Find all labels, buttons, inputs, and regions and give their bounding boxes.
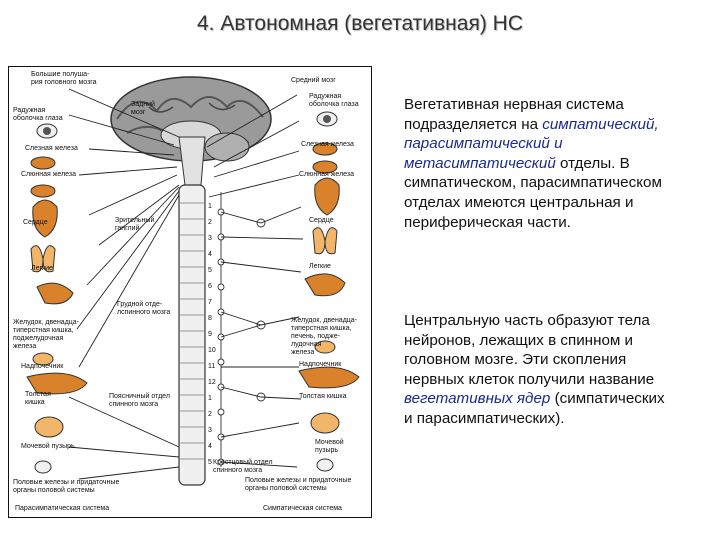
segment-number: 3: [208, 235, 212, 242]
slide-title: 4. Автономная (вегетативная) НС: [197, 12, 523, 35]
paragraph-central-part: Центральную часть образуют тела нейронов…: [404, 311, 674, 429]
brain-illustration: [110, 76, 272, 186]
segment-number: 4: [208, 251, 212, 258]
label-right-lacrimal-gland: Слезная железа: [301, 141, 354, 148]
label-left-bladder: Мочевой пузырь: [21, 443, 75, 450]
label-right-bladder: Мочевой пузырь: [315, 439, 344, 454]
label-left-stomach: Желудок, двенадца- типерстная кишка, под…: [13, 319, 80, 350]
caption-sympathetic: Симпатическая система: [263, 505, 342, 512]
label-left-iris: Радужная оболочка глаза: [13, 107, 63, 122]
sympathetic-chain: [217, 192, 266, 467]
segment-number: 9: [208, 331, 212, 338]
label-lumbar-spinal: Поясничный отдел спинного мозга: [109, 393, 170, 408]
label-right-iris: Радужная оболочка глаза: [309, 93, 359, 108]
segment-number: 8: [208, 315, 212, 322]
segment-number: 6: [208, 283, 212, 290]
division-names: симпатический, парасимпатический и метас…: [404, 115, 659, 172]
segment-number: 1: [208, 203, 212, 210]
segment-number: 12: [208, 379, 216, 386]
label-thoracic-spinal: Грудной отде- лспинного мозга: [117, 301, 171, 316]
label-midbrain: Средний мозг: [291, 77, 336, 84]
label-right-adrenal: Надпочечник: [299, 361, 342, 368]
segment-number: 4: [208, 443, 212, 450]
spinal-column: [178, 184, 206, 486]
label-left-lacrimal-gland: Слезная железа: [25, 145, 78, 152]
segment-number: 3: [208, 427, 212, 434]
nervous-system-figure: 1 2 3 4 5 6 7 8 9 10 11 12 1 2 3 4 5 Бол…: [8, 66, 372, 518]
paragraph-central-rest: (симпатических и парасимпатических).: [404, 390, 665, 427]
label-right-stomach-liver: Желудок, двенадца- типерстная кишка, печ…: [291, 317, 358, 356]
label-right-heart: Сердце: [309, 217, 334, 224]
segment-number: 5: [208, 459, 212, 466]
paragraph-central-intro: Центральную часть образуют тела нейронов…: [404, 312, 655, 388]
label-right-lungs: Легкие: [309, 263, 331, 270]
label-sacral-spinal: Крестцовый отдел спинного мозга: [213, 459, 273, 474]
label-right-colon: Толстая кишка: [299, 393, 347, 400]
segment-number: 11: [208, 363, 215, 370]
organs-right: [298, 111, 360, 472]
label-hindbrain: Задний мозг: [131, 101, 155, 116]
label-cerebral-hemispheres: Большие полуша- рия головного мозга: [31, 71, 97, 86]
nerve-lines-right: [206, 94, 304, 468]
autonomic-nuclei-term: вегетативных ядер: [404, 390, 551, 408]
label-ciliary-ganglion: Зрительный ганглий: [115, 217, 155, 232]
caption-parasympathetic: Парасимпатическая система: [15, 505, 110, 512]
segment-number: 5: [208, 267, 212, 274]
segment-number: 1: [208, 395, 212, 402]
label-right-reproductive: Половые железы и придаточные органы поло…: [245, 477, 352, 492]
label-left-adrenal: Надпочечник: [21, 363, 64, 370]
segment-number: 7: [208, 299, 212, 306]
label-right-salivary-gland: Слюнная железа: [299, 171, 355, 178]
segment-number: 2: [208, 411, 212, 418]
segment-number: 10: [208, 347, 216, 354]
label-left-heart: Сердце: [23, 219, 48, 226]
nerve-lines-left: [68, 88, 180, 480]
paragraph-divisions: Вегетативная нервная система подразделяе…: [404, 95, 674, 232]
paragraph-divisions-rest: отделы. В симпатическом, парасимпатическ…: [404, 154, 662, 231]
paragraph-divisions-intro: Вегетативная нервная система подразделяе…: [404, 96, 624, 133]
label-left-salivary-gland: Слюнная железа: [21, 171, 77, 178]
label-left-reproductive: Половые железы и придаточные органы поло…: [13, 479, 120, 494]
label-left-colon: Толстая кишка: [25, 391, 51, 406]
segment-number: 2: [208, 219, 212, 226]
segment-numbers: 1 2 3 4 5 6 7 8 9 10 11 12 1 2 3 4 5: [208, 203, 216, 466]
organs-left: [26, 123, 88, 474]
label-left-lungs: Легкие: [31, 265, 53, 272]
diagram-svg: 1 2 3 4 5 6 7 8 9 10 11 12 1 2 3 4 5: [26, 76, 360, 486]
